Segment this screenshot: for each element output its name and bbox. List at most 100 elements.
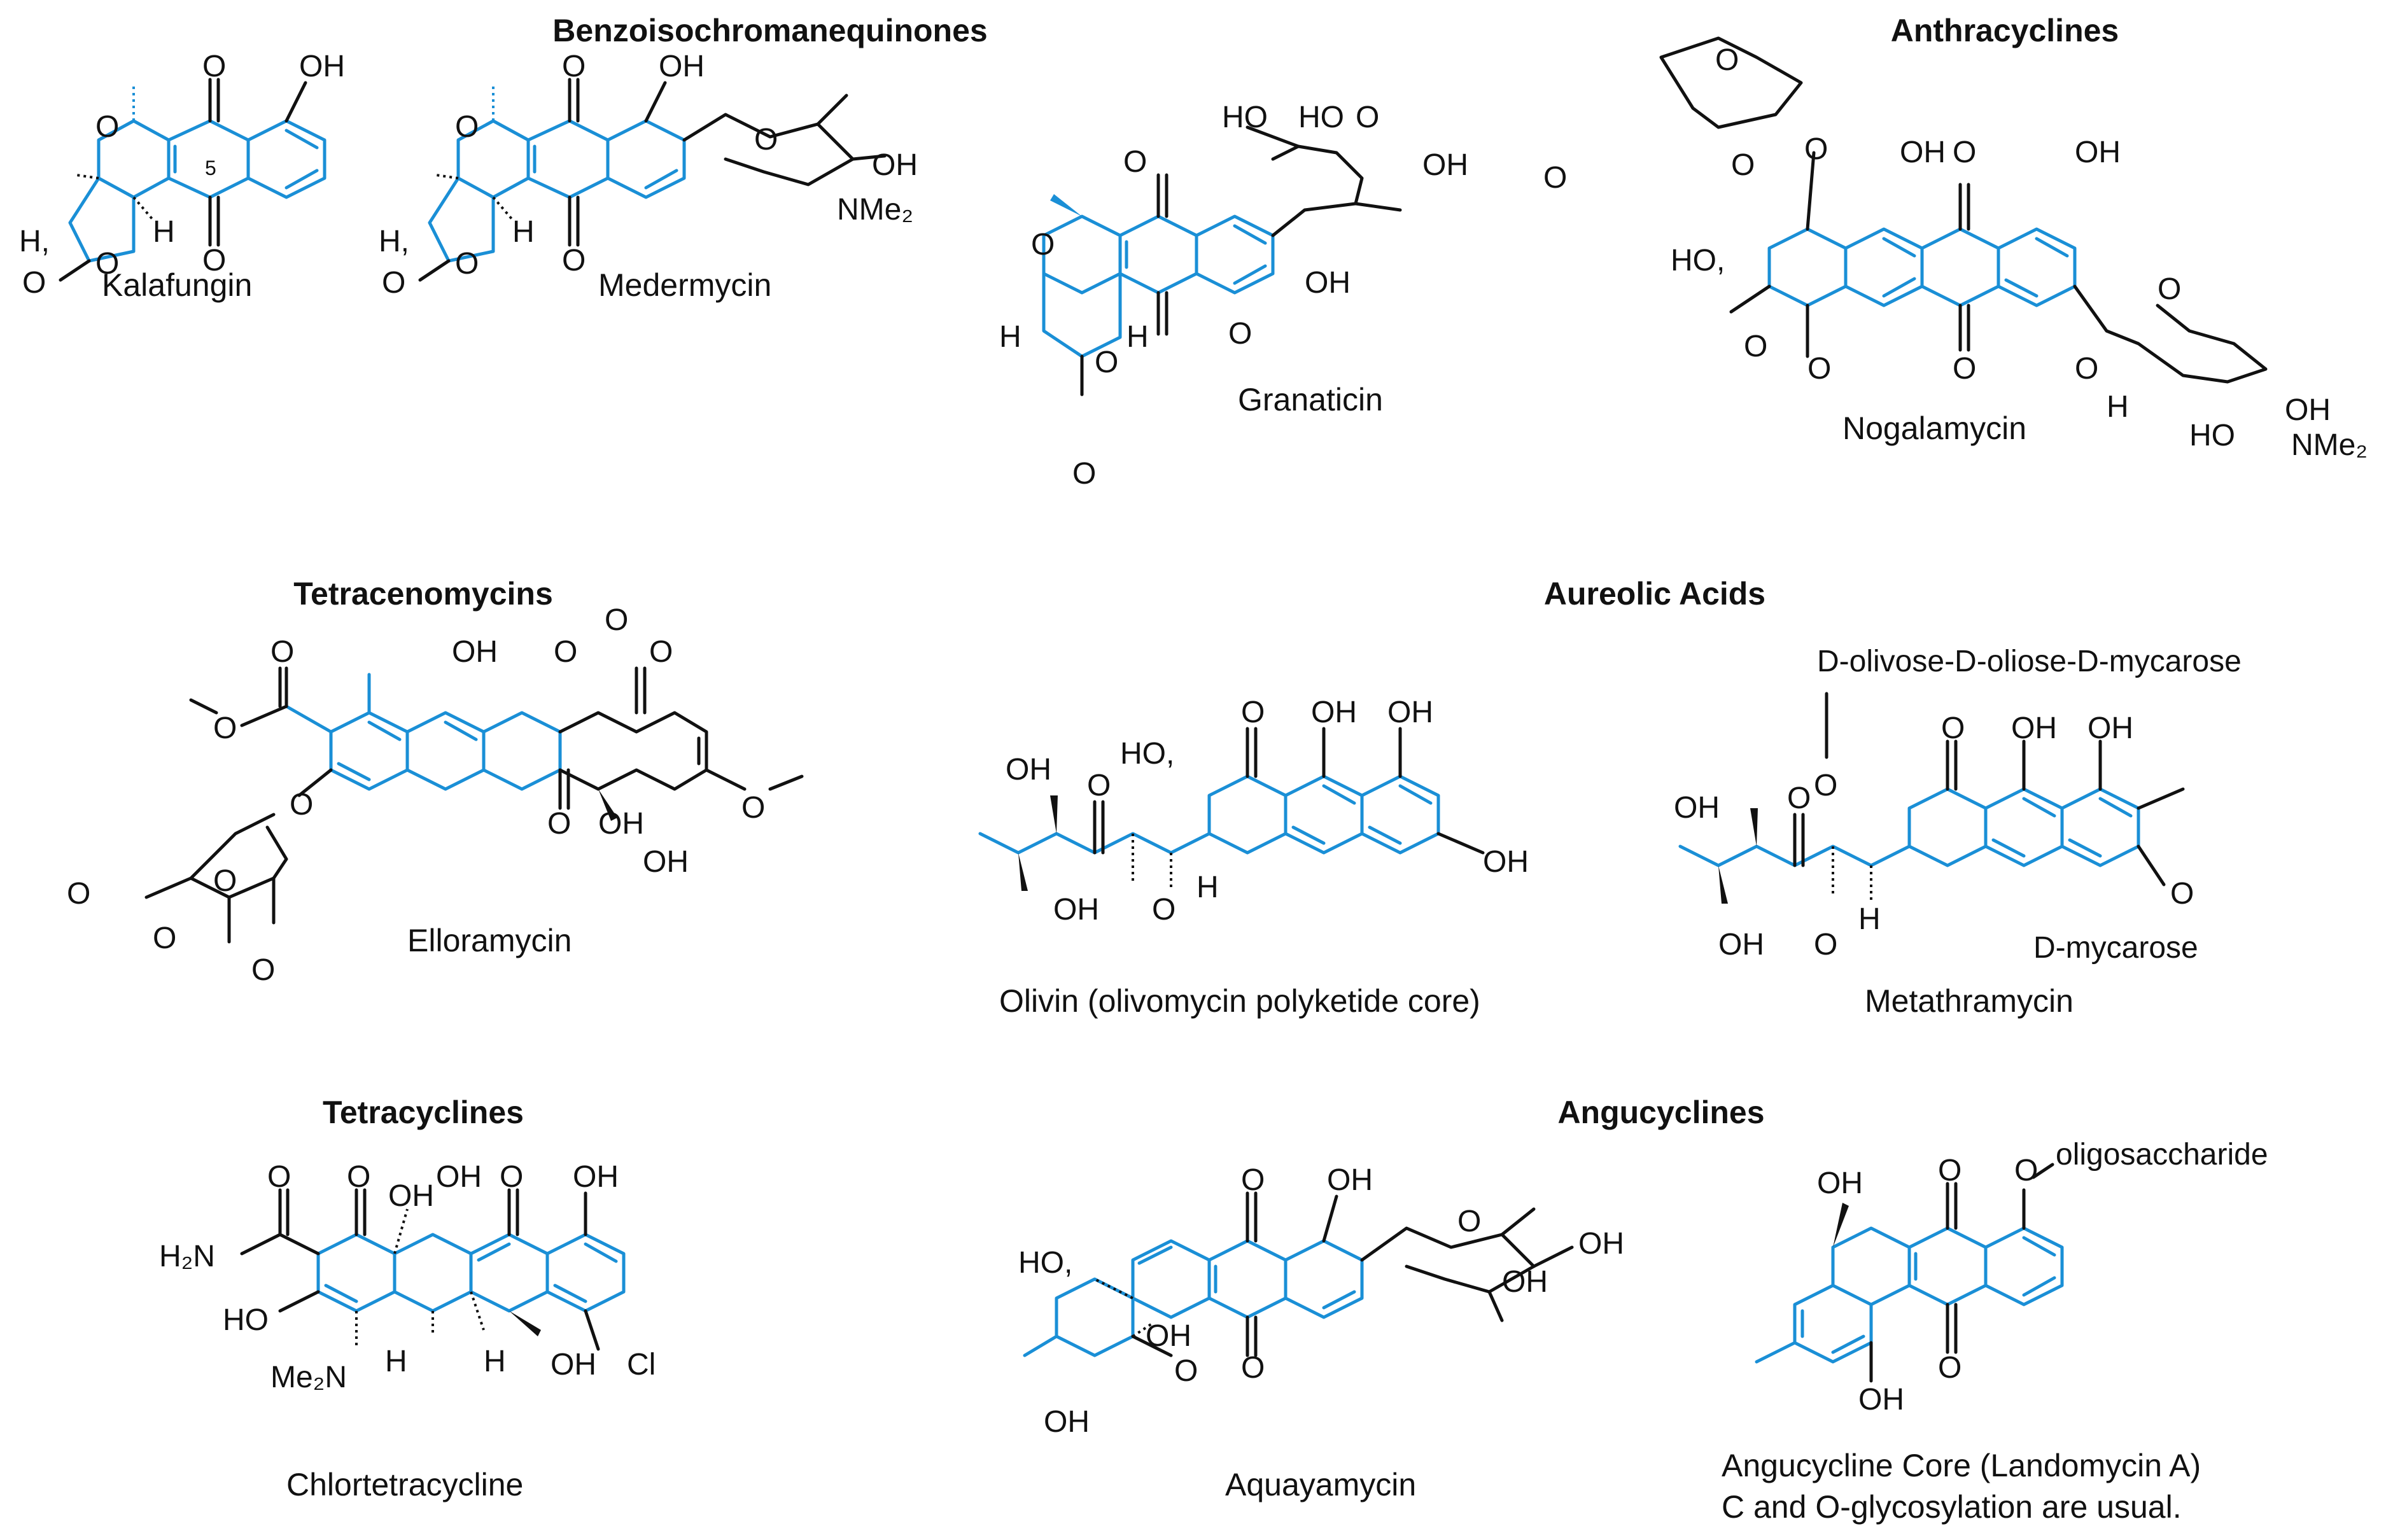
nogalamycin-atom-o7: O bbox=[1731, 148, 1755, 182]
angucycline-core-label: Angucycline Core (Landomycin A) bbox=[1722, 1448, 2201, 1483]
aquayamycin-atom-o1: O bbox=[1241, 1163, 1265, 1197]
nogalamycin-atom-h: H bbox=[2107, 390, 2129, 424]
structure-aquayamycin: O OH O OH OH HO, OH O O OH Aquayamycin bbox=[1018, 1163, 1624, 1502]
aquayamycin-atom-o4: O bbox=[1174, 1354, 1198, 1388]
nogalamycin-atom-o1: O bbox=[1804, 132, 1828, 166]
elloramycin-oh-wedge bbox=[598, 789, 617, 821]
medermycin-atom-nme2: NMe₂ bbox=[837, 193, 913, 227]
metathramycin-atom-h: H bbox=[1858, 902, 1881, 936]
elloramycin-ring-a bbox=[329, 711, 409, 791]
nogalamycin-label: Nogalamycin bbox=[1842, 410, 2026, 446]
chlortetracycline-atom-me2n: Me₂N bbox=[270, 1361, 347, 1394]
structure-chlortetracycline: O O OH OH O OH H₂N HO Me₂N H H OH Cl Chl… bbox=[159, 1160, 656, 1502]
elloramycin-label: Elloramycin bbox=[407, 923, 572, 958]
aquayamycin-atom-oh1: OH bbox=[1327, 1163, 1373, 1197]
group-title-angucyclines: Angucyclines bbox=[1557, 1095, 1764, 1130]
olivin-atom-o2: O bbox=[1087, 769, 1111, 802]
nogalamycin-nogalose-ring bbox=[1659, 36, 1816, 231]
chlortetracycline-atom-oh1: OH bbox=[388, 1179, 434, 1213]
elloramycin-ring-d bbox=[558, 711, 708, 791]
granaticin-atom-o2: O bbox=[1123, 145, 1147, 179]
granaticin-atom-ho2: HO bbox=[1298, 101, 1344, 134]
metathramycin-label: Metathramycin bbox=[1865, 983, 2074, 1019]
olivin-atom-ho: HO, bbox=[1120, 737, 1174, 771]
granaticin-lactone-ring bbox=[1042, 272, 1122, 358]
olivin-oh-wedge bbox=[1018, 853, 1028, 891]
aquayamycin-ring-b bbox=[1131, 1239, 1211, 1319]
group-title-tetracenomycins: Tetracenomycins bbox=[293, 576, 553, 612]
kalafungin-atom-h1: H, bbox=[19, 225, 50, 258]
granaticin-bicyclic-ring bbox=[1271, 144, 1364, 237]
metathramycin-atom-oh1: OH bbox=[2011, 711, 2057, 745]
chlortetracycline-atom-oh3: OH bbox=[573, 1160, 619, 1194]
granaticin-atom-o3: O bbox=[1356, 101, 1379, 134]
elloramycin-atom-oh1: OH bbox=[452, 635, 498, 669]
aquayamycin-sugar-ring bbox=[1360, 1226, 1536, 1294]
elloramycin-atom-o8: O bbox=[741, 791, 765, 825]
granaticin-atom-o4: O bbox=[1228, 317, 1252, 351]
nogalamycin-atom-oh3: OH bbox=[2285, 393, 2331, 427]
elloramycin-atom-o6: O bbox=[290, 788, 313, 822]
chlortetracycline-atom-h2n: H₂N bbox=[159, 1240, 215, 1273]
nogalamycin-atom-o5: O bbox=[1807, 352, 1831, 386]
kalafungin-benzene-ring bbox=[246, 119, 326, 199]
aquayamycin-atom-ho: HO, bbox=[1018, 1246, 1072, 1280]
elloramycin-atom-oh3: OH bbox=[643, 845, 689, 879]
structure-olivin: O OH OH OH HO, OH O H OH O Olivin (olivo… bbox=[978, 696, 1529, 1019]
elloramycin-atom-o2: O bbox=[213, 711, 237, 745]
granaticin-atom-oh2: OH bbox=[1305, 266, 1351, 300]
angucycline-oligosaccharide: oligosaccharide bbox=[2056, 1138, 2268, 1172]
chlortetracycline-atom-oh4: OH bbox=[551, 1348, 596, 1382]
aquayamycin-ring-d bbox=[1284, 1239, 1364, 1319]
granaticin-atom-oh1: OH bbox=[1422, 148, 1468, 182]
olivin-ring-c bbox=[1360, 774, 1440, 855]
kalafungin-atom-o2: O bbox=[202, 50, 226, 83]
group-title-anthracyclines: Anthracyclines bbox=[1891, 13, 2119, 48]
olivin-atom-oh3: OH bbox=[1483, 845, 1529, 879]
granaticin-methyl-wedge bbox=[1050, 194, 1082, 216]
chlortetracycline-atom-oh2: OH bbox=[436, 1160, 482, 1194]
metathramycin-ring-a bbox=[1907, 787, 1988, 867]
olivin-atom-oh2: OH bbox=[1387, 696, 1433, 729]
metathramycin-atom-o1: O bbox=[1814, 769, 1837, 802]
medermycin-atom-o3: O bbox=[562, 244, 586, 277]
group-title-aureolic-acids: Aureolic Acids bbox=[1544, 576, 1765, 612]
nogalamycin-atom-o6: O bbox=[1715, 43, 1739, 77]
granaticin-atom-h2: H bbox=[1126, 320, 1149, 354]
aquayamycin-atom-oh3: OH bbox=[1502, 1265, 1548, 1299]
granaticin-atom-o5: O bbox=[1095, 346, 1118, 379]
nogalamycin-ring-a bbox=[1767, 227, 1848, 307]
metathramycin-atom-o2: O bbox=[1941, 711, 1965, 745]
elloramycin-atom-o1: O bbox=[270, 635, 294, 669]
group-title-tetracyclines: Tetracyclines bbox=[323, 1095, 524, 1130]
kalafungin-atom-o4: O bbox=[22, 266, 46, 300]
nogalamycin-atom-o9: O bbox=[2158, 272, 2181, 306]
angucycline-core-note: C and O-glycosylation are usual. bbox=[1722, 1489, 2182, 1525]
medermycin-atom-h1: H, bbox=[379, 225, 409, 258]
kalafungin-atom-h2: H bbox=[153, 215, 175, 249]
olivin-atom-h: H bbox=[1196, 871, 1219, 904]
metathramycin-mycarose: D-mycarose bbox=[2033, 931, 2198, 965]
metathramycin-ring-c bbox=[2060, 787, 2140, 867]
nogalamycin-atom-o3: O bbox=[1953, 352, 1976, 386]
chlortetracycline-ring-d bbox=[545, 1233, 626, 1313]
angucycline-atom-o2: O bbox=[2014, 1154, 2038, 1187]
olivin-atom-oh1: OH bbox=[1311, 696, 1357, 729]
granaticin-atom-ho1: HO bbox=[1222, 101, 1268, 134]
nogalamycin-amino-sugar-ring bbox=[2073, 284, 2268, 384]
granaticin-atom-o1: O bbox=[1031, 228, 1055, 262]
structure-medermycin: O O O OH O OH NMe₂ H, H O O Medermycin bbox=[379, 50, 918, 303]
nogalamycin-atom-nme2: NMe₂ bbox=[2291, 428, 2368, 462]
group-title-benzoisochromanequinones: Benzoisochromanequinones bbox=[552, 13, 987, 48]
angucycline-ring-d bbox=[1793, 1284, 1873, 1364]
medermycin-atom-o4: O bbox=[754, 123, 778, 157]
granaticin-benzene-ring bbox=[1195, 214, 1275, 295]
nogalamycin-atom-o4: O bbox=[1744, 330, 1767, 363]
granaticin-label: Granaticin bbox=[1238, 382, 1383, 417]
granaticin-atom-h1: H bbox=[999, 320, 1021, 354]
aquayamycin-atom-o2: O bbox=[1457, 1205, 1481, 1238]
medermycin-atom-o2: O bbox=[562, 50, 586, 83]
chlortetracycline-ring-b bbox=[393, 1233, 473, 1313]
chlortetracycline-label: Chlortetracycline bbox=[286, 1467, 523, 1502]
